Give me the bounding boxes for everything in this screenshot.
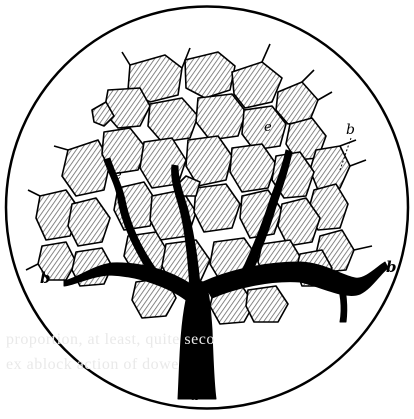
hatched-cell xyxy=(68,198,110,246)
hatched-cell xyxy=(148,98,198,142)
label-branch-b-left: b xyxy=(40,269,51,287)
label-branch-b-upper-right: b xyxy=(346,122,355,138)
hatched-cell xyxy=(310,146,350,190)
terminal-twig xyxy=(262,44,270,62)
terminal-twig xyxy=(54,146,68,150)
hatched-cell xyxy=(185,52,235,98)
hatched-cell xyxy=(104,88,150,128)
hatched-cell xyxy=(230,144,276,192)
label-cell-e-left: e xyxy=(114,168,122,183)
label-cell-e-right: e xyxy=(264,120,272,135)
label-branch-b-right: b xyxy=(386,258,397,276)
terminal-twig xyxy=(302,70,314,82)
terminal-twig xyxy=(28,190,40,196)
label-stem-a: a xyxy=(190,386,199,404)
terminal-twig xyxy=(340,140,356,146)
terminal-twig xyxy=(318,92,332,100)
terminal-twig xyxy=(26,264,38,270)
terminal-twig xyxy=(350,160,366,166)
main-trunk xyxy=(178,282,216,399)
hatched-cell xyxy=(194,184,240,232)
terminal-twig xyxy=(122,52,130,65)
hatched-cell xyxy=(246,286,288,322)
hatched-cell xyxy=(232,62,282,108)
terminal-twig xyxy=(354,246,372,250)
